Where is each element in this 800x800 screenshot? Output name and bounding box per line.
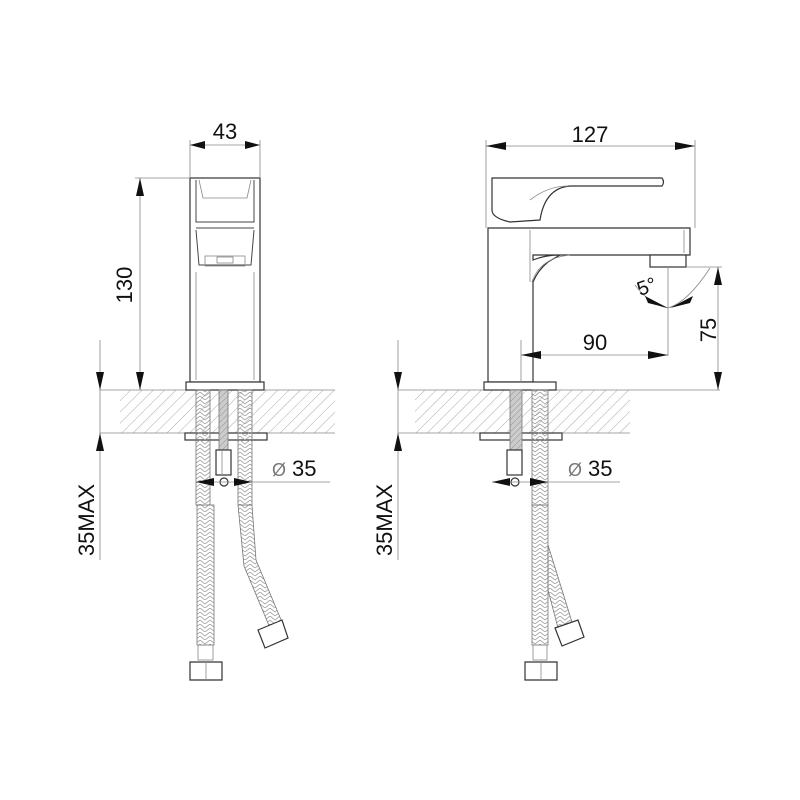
countertop-section-side: [398, 389, 720, 434]
dimension-max-thickness-side: 35MAX: [372, 340, 402, 560]
dimension-spout-height: 75: [686, 266, 722, 390]
width-label: 43: [213, 119, 237, 144]
supply-hoses-side: [524, 504, 585, 681]
diameter-label-side: 35: [588, 456, 612, 481]
diameter-symbol: Ø: [272, 460, 286, 480]
dimension-hole-diameter-side: Ø 35: [492, 456, 620, 486]
spout-height-label: 75: [696, 318, 721, 342]
angle-label: 5°: [634, 274, 659, 301]
diameter-label: 35: [292, 456, 316, 481]
dimension-angle: 5°: [634, 267, 711, 309]
faucet-body-front: [185, 177, 265, 391]
max-thickness-label: 35MAX: [74, 484, 99, 556]
mounting-assembly-side: [479, 389, 563, 506]
depth-label: 127: [572, 122, 609, 147]
countertop-section: [100, 389, 335, 434]
dimension-reach: 90: [520, 268, 669, 382]
dimension-width: 43: [189, 119, 261, 178]
front-view: 43 130 35MAX Ø 35: [74, 119, 335, 681]
height-label: 130: [112, 267, 137, 304]
faucet-body-side: [483, 177, 691, 391]
dimension-max-thickness-front: 35MAX: [74, 340, 104, 560]
supply-hoses-front: [189, 504, 289, 681]
max-thickness-label-side: 35MAX: [372, 484, 397, 556]
mounting-assembly-front: [184, 389, 268, 506]
reach-label: 90: [583, 330, 607, 355]
dimension-hole-diameter-front: Ø 35: [196, 456, 330, 486]
side-view: 127 90 5° 75: [372, 122, 722, 681]
dimension-height: 130: [112, 177, 190, 390]
dimension-depth: 127: [485, 122, 696, 228]
diameter-symbol-side: Ø: [568, 460, 582, 480]
